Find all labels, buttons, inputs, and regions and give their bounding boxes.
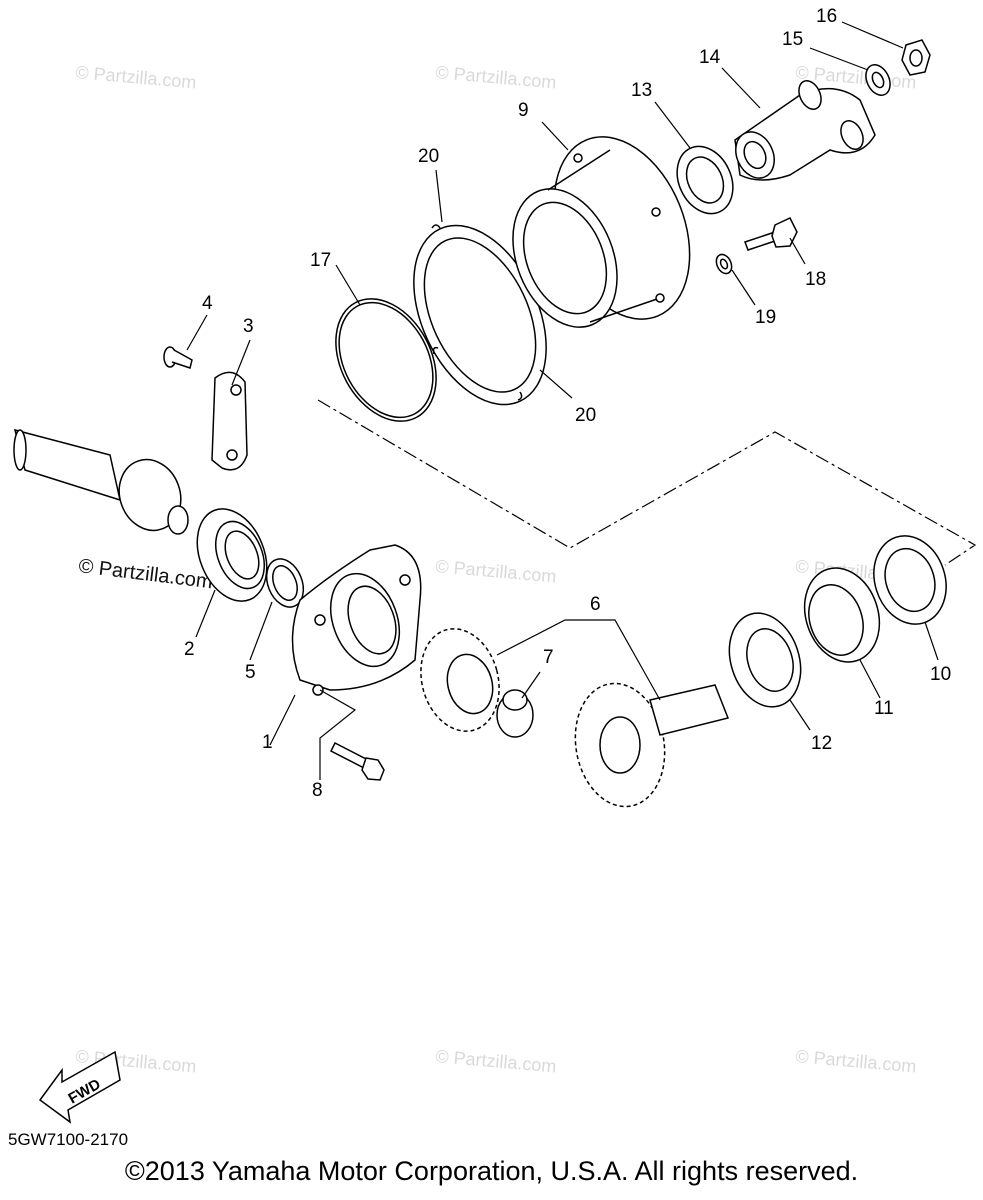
part-5-shim [265,558,305,608]
callout-16: 16 [816,6,837,27]
diagram-code: 5GW7100-2170 [8,1130,129,1149]
part-15-washer [865,64,891,96]
part-1-housing [291,544,422,696]
callout-3: 3 [243,316,254,337]
part-4-screw [163,346,193,369]
watermark: © Partzilla.com [75,62,198,92]
part-8-bolt [329,741,385,781]
callout-11: 11 [874,698,894,719]
callout-13: 13 [631,80,652,101]
part-12-bearing [728,612,802,708]
callout-1: 1 [262,732,273,753]
part-3-plate [211,371,248,471]
callout-5: 5 [245,662,256,683]
part-19-washer [715,253,733,275]
copyright-notice: ©2013 Yamaha Motor Corporation, U.S.A. A… [124,1156,859,1186]
drive-shaft [13,428,189,535]
callout-4: 4 [202,293,213,314]
callout-12: 12 [811,733,832,754]
callout-2: 2 [184,639,195,660]
callout-20: 20 [575,405,596,426]
watermarks: © Partzilla.com © Partzilla.com © Partzi… [75,62,918,1076]
part-16-nut [901,39,931,76]
leader-lines [186,21,939,780]
assembly-outline [317,399,977,566]
part-6-gear-small [420,628,500,732]
part-6-gear-large [574,682,730,808]
callout-17: 17 [310,250,331,271]
part-17-oring [335,298,437,422]
watermark: © Partzilla.com [435,556,558,586]
part-2-bearing [196,508,268,602]
watermark: © Partzilla.com [435,62,558,92]
watermark: © Partzilla.com [435,1046,558,1076]
callout-10: 10 [930,664,951,685]
callout-9: 9 [518,100,529,121]
part-13-seal [676,145,734,215]
callout-8: 8 [312,780,323,801]
callout-19: 19 [755,307,776,328]
part-10-bearing [873,535,947,625]
watermark: © Partzilla.com [795,1046,918,1076]
watermark-dark: © Partzilla.com [77,555,213,593]
assembly-dash-line [317,399,977,566]
callout-18: 18 [805,269,826,290]
part-11-ring-nut [803,567,881,663]
callout-15: 15 [782,29,803,50]
callout-20: 20 [418,146,439,167]
part-9-housing [512,136,691,328]
callout-14: 14 [699,47,721,68]
callouts: 1 2 3 4 5 6 7 8 9 10 11 12 13 14 15 16 1… [184,6,951,801]
callout-7: 7 [543,647,554,668]
part-7-nut [496,689,534,738]
callout-6: 6 [590,594,601,615]
part-14-yoke [734,80,876,181]
part-18-bolt [744,217,798,251]
